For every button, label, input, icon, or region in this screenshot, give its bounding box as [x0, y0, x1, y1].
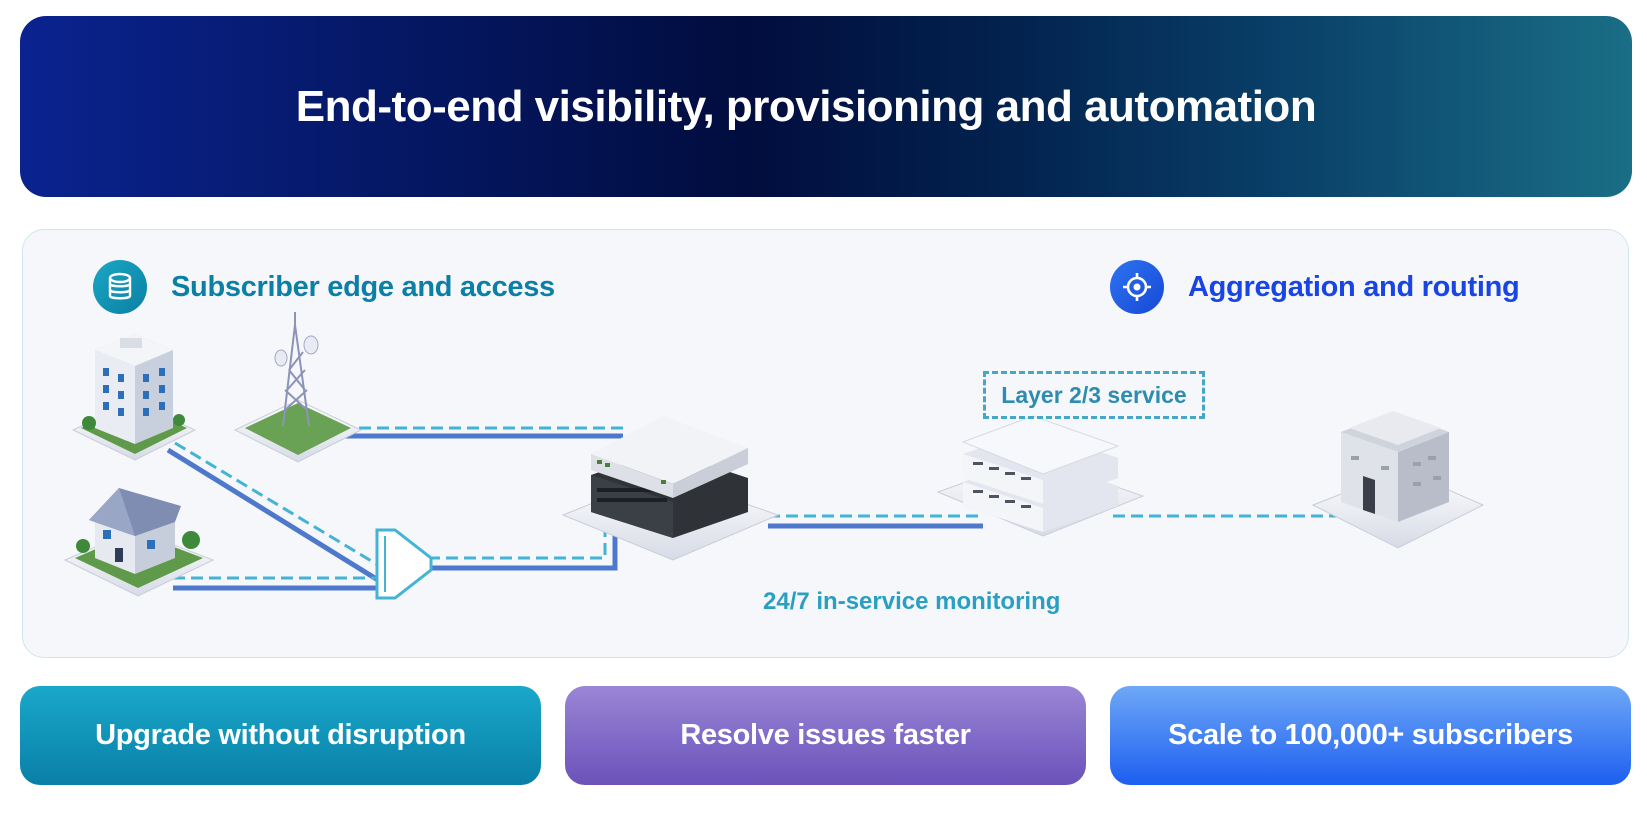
office-building-node — [71, 334, 197, 461]
benefit-card-resolve: Resolve issues faster — [565, 686, 1086, 785]
benefit-card-upgrade: Upgrade without disruption — [20, 686, 541, 785]
data-center-node — [1311, 411, 1485, 549]
section-label-right: Aggregation and routing — [1188, 270, 1520, 303]
optical-splitter-node — [375, 528, 433, 600]
aggregation-router-node — [936, 415, 1145, 537]
header-banner: End-to-end visibility, provisioning and … — [20, 16, 1632, 197]
section-header-aggregation: Aggregation and routing — [1110, 260, 1520, 314]
access-switch-node — [561, 416, 780, 561]
layer-service-label: Layer 2/3 service — [983, 371, 1205, 419]
cell-tower-node — [233, 312, 363, 463]
section-header-subscriber-edge: Subscriber edge and access — [93, 260, 555, 314]
page-title: End-to-end visibility, provisioning and … — [295, 81, 1317, 131]
network-diagram-panel: Subscriber edge and access Aggregation a… — [22, 229, 1629, 658]
crosshair-target-icon — [1110, 260, 1164, 314]
benefit-cards: Upgrade without disruption Resolve issue… — [20, 686, 1632, 786]
benefit-card-scale: Scale to 100,000+ subscribers — [1110, 686, 1631, 785]
house-node — [63, 488, 215, 597]
monitoring-label: 24/7 in-service monitoring — [763, 588, 1061, 615]
network-diagram — [63, 312, 1485, 600]
section-label-left: Subscriber edge and access — [171, 270, 555, 303]
database-icon — [93, 260, 147, 314]
